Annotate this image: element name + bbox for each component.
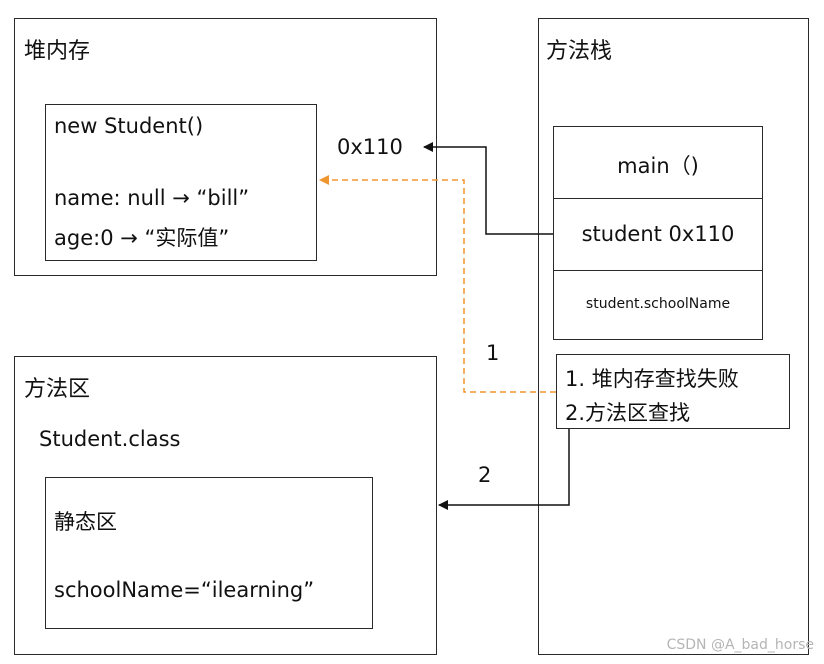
object-address-label: 0x110 xyxy=(337,135,403,159)
arrow-label-1: 1 xyxy=(486,341,500,365)
student-object-box xyxy=(45,104,317,261)
method-stack-title: 方法栈 xyxy=(546,39,613,64)
object-field-age: age:0 → “实际值” xyxy=(54,226,230,250)
method-area-title: 方法区 xyxy=(24,377,91,402)
stack-frame-schoolname xyxy=(553,270,763,340)
static-area-title: 静态区 xyxy=(54,510,117,534)
class-name-label: Student.class xyxy=(39,427,181,451)
object-header: new Student() xyxy=(54,114,204,138)
lookup-note-line2: 2.方法区查找 xyxy=(565,401,691,425)
stack-frame-student xyxy=(553,198,763,271)
stack-frame-schoolname-label: student.schoolName xyxy=(585,296,731,312)
method-area-lookup-arrow xyxy=(438,429,570,510)
stack-frame-student-label: student 0x110 xyxy=(581,222,735,246)
object-field-name: name: null → “bill” xyxy=(54,186,250,210)
heap-lookup-arrow xyxy=(319,175,556,393)
stack-frame-main-label: main（) xyxy=(617,154,699,178)
static-area-box xyxy=(45,477,373,629)
lookup-note-box xyxy=(556,354,790,429)
watermark: CSDN @A_bad_horse xyxy=(666,637,814,653)
heap-title: 堆内存 xyxy=(24,39,91,64)
static-field-schoolname: schoolName=“ilearning” xyxy=(54,578,315,602)
reference-arrow xyxy=(423,142,553,235)
arrow-label-2: 2 xyxy=(478,463,492,487)
lookup-note-line1: 1. 堆内存查找失败 xyxy=(565,367,739,391)
